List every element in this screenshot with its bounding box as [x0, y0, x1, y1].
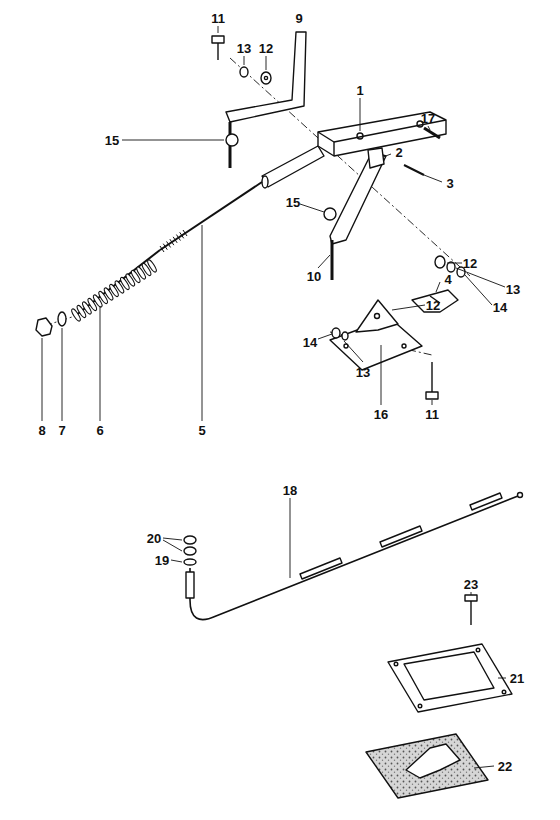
- callout-number: 23: [464, 578, 478, 591]
- callout-number: 21: [510, 672, 524, 685]
- callout-number: 3: [446, 177, 453, 190]
- callout-number: 2: [395, 146, 402, 159]
- callout-number: 22: [498, 760, 512, 773]
- callout-number: 15: [286, 196, 300, 209]
- callout-number: 6: [96, 424, 103, 437]
- callout-number: 14: [493, 301, 507, 314]
- callout-number: 13: [237, 42, 251, 55]
- callout-number: 8: [38, 424, 45, 437]
- callout-number: 11: [211, 12, 225, 25]
- callout-number: 15: [105, 134, 119, 147]
- callout-number: 11: [425, 408, 439, 421]
- callout-number: 7: [58, 424, 65, 437]
- callout-number: 12: [259, 42, 273, 55]
- callout-number: 13: [356, 366, 370, 379]
- callout-number: 16: [374, 408, 388, 421]
- callout-number: 12: [426, 299, 440, 312]
- callout-number: 1: [356, 84, 363, 97]
- bolt: [212, 36, 224, 60]
- callout-number: 13: [506, 283, 520, 296]
- callout-number: 12: [463, 257, 477, 270]
- callout-number: 9: [295, 12, 302, 25]
- callout-number: 10: [307, 270, 321, 283]
- callout-number: 4: [444, 273, 451, 286]
- callout-number: 18: [283, 484, 297, 497]
- callout-number: 19: [155, 554, 169, 567]
- callout-number: 14: [303, 336, 317, 349]
- callout-number: 20: [147, 532, 161, 545]
- callout-number: 17: [421, 112, 435, 125]
- callout-number: 5: [198, 424, 205, 437]
